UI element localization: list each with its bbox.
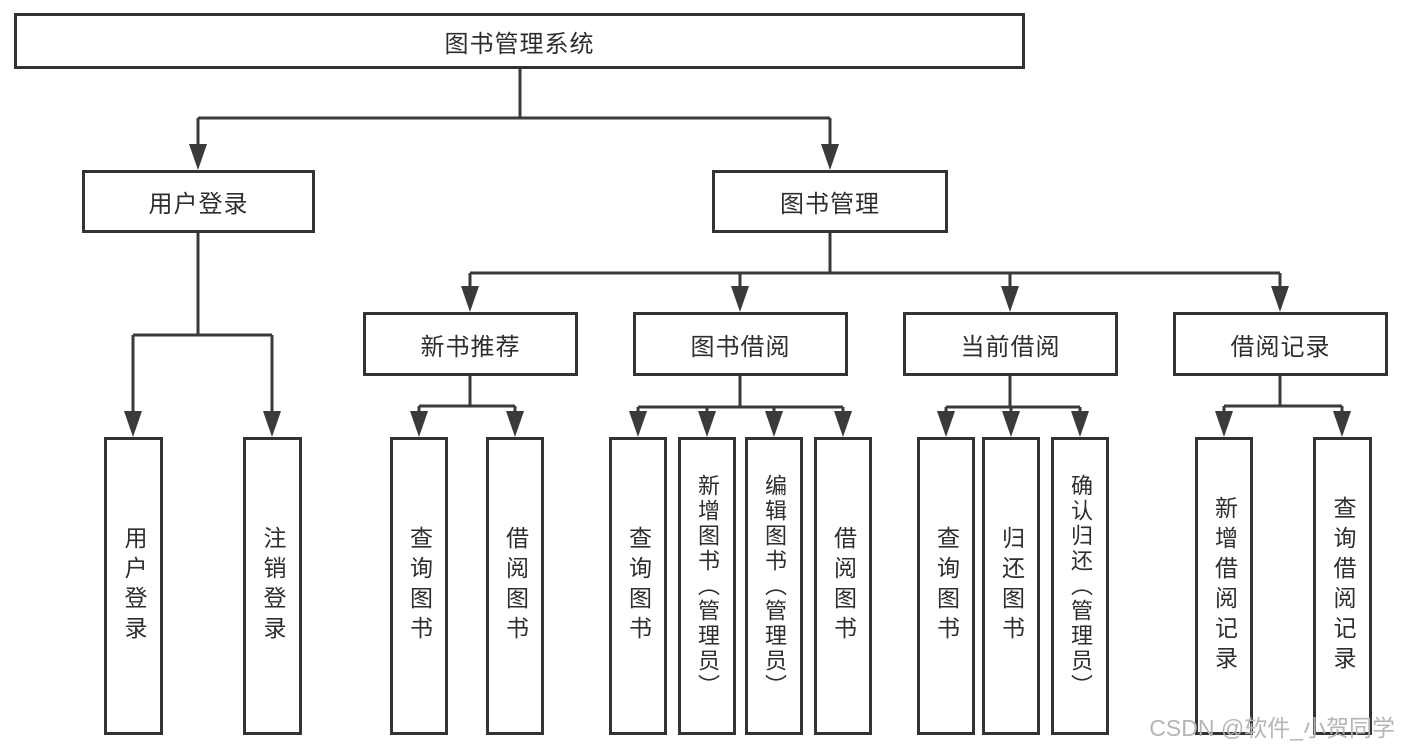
leaf-borrow-books-borrowing: 借阅图书 <box>814 437 872 735</box>
leaf-confirm-return-admin: 确认归还（管理员） <box>1051 437 1109 735</box>
leaf-edit-book-admin-label: 编辑图书（管理员） <box>762 473 787 699</box>
leaf-query-books-borrowing-label: 查询图书 <box>625 526 652 646</box>
node-book-borrowing: 图书借阅 <box>633 312 848 376</box>
leaf-user-login: 用户登录 <box>104 437 163 735</box>
leaf-query-borrow-record-label: 查询借阅记录 <box>1330 496 1356 676</box>
node-book-management: 图书管理 <box>712 170 948 233</box>
leaf-query-books-recommend: 查询图书 <box>390 437 448 735</box>
leaf-borrow-books-borrowing-label: 借阅图书 <box>830 526 857 646</box>
leaf-query-books-borrowing: 查询图书 <box>609 437 667 735</box>
leaf-return-books: 归还图书 <box>982 437 1040 735</box>
leaf-confirm-return-admin-label: 确认归还（管理员） <box>1068 473 1093 699</box>
leaf-edit-book-admin: 编辑图书（管理员） <box>745 437 803 735</box>
leaf-return-books-label: 归还图书 <box>998 526 1025 646</box>
node-new-book-recommend: 新书推荐 <box>363 312 578 376</box>
watermark: CSDN @软件_小贺同学 <box>1149 715 1395 741</box>
leaf-logout: 注销登录 <box>243 437 302 735</box>
node-user-login: 用户登录 <box>82 170 315 233</box>
node-current-borrowing: 当前借阅 <box>903 312 1118 376</box>
leaf-user-login-label: 用户登录 <box>121 526 147 646</box>
node-root: 图书管理系统 <box>14 13 1025 69</box>
leaf-query-books-recommend-label: 查询图书 <box>406 526 433 646</box>
leaf-add-borrow-record-label: 新增借阅记录 <box>1211 496 1238 676</box>
leaf-query-books-current: 查询图书 <box>917 437 975 735</box>
node-borrowing-records: 借阅记录 <box>1173 312 1388 376</box>
leaf-add-book-admin-label: 新增图书（管理员） <box>695 473 720 699</box>
leaf-query-borrow-record: 查询借阅记录 <box>1313 437 1372 735</box>
leaf-add-book-admin: 新增图书（管理员） <box>678 437 736 735</box>
leaf-add-borrow-record: 新增借阅记录 <box>1195 437 1253 735</box>
leaf-borrow-books-recommend-label: 借阅图书 <box>502 526 529 646</box>
leaf-borrow-books-recommend: 借阅图书 <box>486 437 544 735</box>
leaf-query-books-current-label: 查询图书 <box>933 526 960 646</box>
leaf-logout-label: 注销登录 <box>260 526 286 646</box>
